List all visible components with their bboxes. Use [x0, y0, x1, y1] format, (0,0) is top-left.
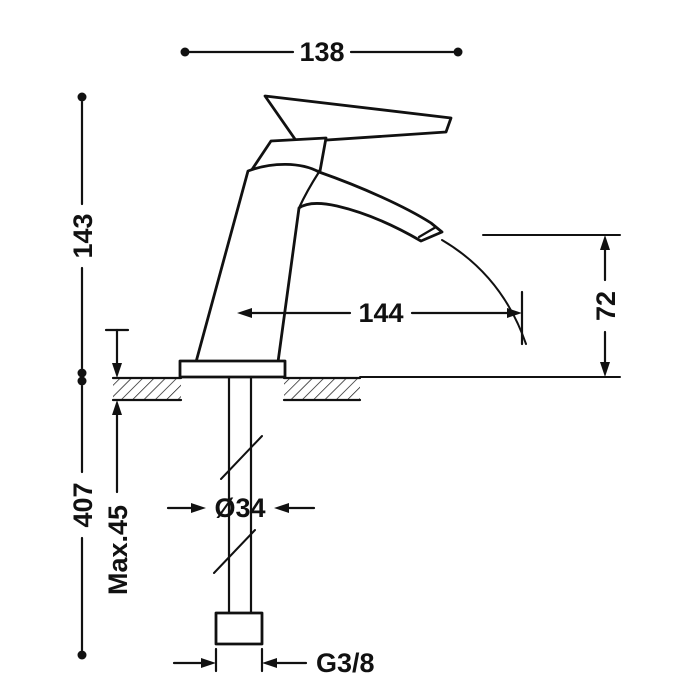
dimension-138: 138	[180, 37, 463, 67]
connection-nut	[214, 611, 264, 646]
dim-dot	[180, 47, 190, 57]
arrow-down-icon	[112, 363, 122, 378]
dim-label-72: 72	[591, 291, 621, 321]
arrow-left-icon	[262, 658, 277, 668]
g38-extension-ticks	[214, 647, 264, 673]
dimension-hole-diameter: Ø34	[166, 493, 316, 523]
dim-label-143: 143	[68, 213, 98, 258]
countertop-outline	[111, 376, 362, 402]
faucet-figure	[178, 94, 453, 646]
dim-dot	[77, 376, 87, 386]
dim-label-144: 144	[358, 298, 403, 328]
arrow-left-icon	[274, 503, 289, 513]
arrow-left-icon	[237, 308, 252, 318]
dim-label-max45: Max.45	[103, 505, 133, 595]
faucet-body-and-spout	[194, 163, 444, 364]
dimension-72: 72	[359, 234, 621, 378]
dim-dot	[77, 650, 87, 660]
arrow-up-icon	[600, 235, 610, 250]
spout-aerator-line	[417, 225, 438, 239]
dim-dot	[77, 92, 87, 102]
dimension-max45: Max.45	[103, 328, 133, 595]
dimension-thread: G3/8	[172, 647, 375, 678]
dim-label-138: 138	[299, 37, 344, 67]
supply-shank-pipe	[227, 375, 253, 615]
dim-dot	[453, 47, 463, 57]
dim-label-g38: G3/8	[316, 648, 375, 678]
countertop-section	[111, 376, 362, 402]
arrow-right-icon	[191, 503, 206, 513]
countertop-hatch-right	[284, 378, 360, 400]
dim-dot	[77, 368, 87, 378]
dim-label-407: 407	[68, 482, 98, 527]
body-spout-joint-line	[297, 170, 321, 210]
countertop-hatch-left	[113, 378, 181, 400]
base-flange	[178, 359, 287, 379]
water-trajectory-arc	[441, 239, 527, 345]
arrow-up-icon	[112, 400, 122, 415]
dimension-144: 144	[237, 290, 524, 346]
dim-label-o34: Ø34	[214, 493, 265, 523]
arrow-down-icon	[600, 362, 610, 377]
pipe-break-marks	[213, 435, 263, 574]
dimension-407: 407	[68, 376, 98, 660]
faucet-lever	[263, 94, 453, 144]
dimension-143: 143	[68, 92, 98, 378]
arrow-right-icon	[201, 658, 216, 668]
